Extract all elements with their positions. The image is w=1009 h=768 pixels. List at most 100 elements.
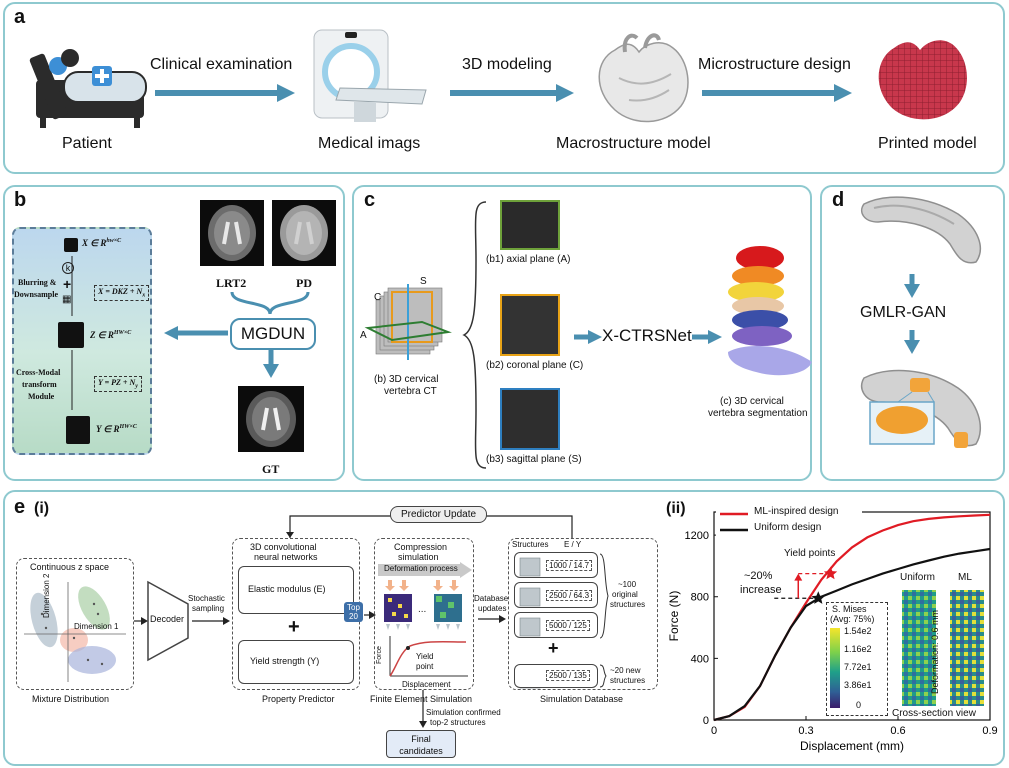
x-axis-label: Displacement (mm) <box>800 739 904 753</box>
x-tick-label: 0.9 <box>982 725 997 737</box>
panel-e-sub2: (ii) <box>666 500 686 517</box>
fem-title-1: Compression <box>394 542 448 552</box>
side-arrow-2 <box>71 350 73 410</box>
y-axis-label: Force (N) <box>667 591 681 642</box>
step-medical: Medical imags <box>318 135 421 152</box>
legend-uni-swatch <box>720 528 748 532</box>
side-k-icon: k <box>62 262 74 274</box>
colorbar-title-2: (Avg: 75%) <box>830 614 875 624</box>
yield-label: Yield strength (Y) <box>250 656 320 666</box>
db-plus: + <box>548 638 559 658</box>
printed-model-icon <box>878 40 967 120</box>
uniform-yield-star <box>811 591 825 604</box>
panel-d-label: d <box>832 189 845 211</box>
sampling-label-2: sampling <box>192 604 225 613</box>
legend-box <box>716 505 862 539</box>
ct-scanner-icon <box>313 29 427 122</box>
side-row3: Y ∈ RHW×C <box>96 424 137 434</box>
elastic-label: Elastic modulus (E) <box>248 584 326 594</box>
decoder-shape <box>147 580 189 662</box>
colorbar-title-1: S. Mises <box>832 604 867 614</box>
dental-arch-top <box>860 196 981 264</box>
sagittal-label: (b3) sagittal plane (S) <box>486 454 582 465</box>
db-caption: Simulation Database <box>540 694 624 704</box>
db-orig-1: ~100 <box>618 580 637 589</box>
predictor-plus: + <box>288 616 300 638</box>
fem-yield-2: point <box>416 662 434 671</box>
fem-box <box>374 538 474 690</box>
y-tick-label: 800 <box>691 592 709 604</box>
db-h2: E / Y <box>564 540 582 549</box>
arrow-micro <box>702 84 852 102</box>
mri-lrt2-image <box>200 200 264 266</box>
mixture-caption: Mixture Distribution <box>32 694 110 704</box>
side-img-bottom <box>66 416 90 444</box>
arrow-final <box>419 690 427 728</box>
x-tick-label: 0 <box>711 725 717 737</box>
colorbar-tick-2: 7.72e1 <box>844 662 872 672</box>
label-lrt2: LRT2 <box>216 276 247 290</box>
step-patient: Patient <box>62 135 112 152</box>
vertebra-segmentation-image <box>728 246 812 376</box>
predictor-update-box: Predictor Update <box>390 506 488 523</box>
seg-caption-1: (c) 3D cervical <box>720 396 784 407</box>
predictor-title-1: 3D convolutional <box>250 542 317 552</box>
colorbar-tick-1: 1.16e2 <box>844 644 872 654</box>
plane-brace <box>462 201 487 469</box>
sampling-label-1: Stochastic <box>188 594 225 603</box>
side-left3: Cross-Modal <box>16 368 61 377</box>
predictor-title-2: neural networks <box>254 552 318 562</box>
x-ctrsnet-label: X-CTRSNet <box>602 326 692 345</box>
legend-ml: ML-inspired design <box>754 506 839 517</box>
db-new-1: ~20 new <box>610 666 641 675</box>
gmlr-gan-label: GMLR-GAN <box>860 304 947 321</box>
y-tick-label: 0 <box>703 715 709 727</box>
side-row2: Z ∈ RHW×C <box>90 330 132 340</box>
mixture-dim1: Dimension 1 <box>74 622 119 631</box>
db-row-3-value: 5000 / 125 <box>546 620 590 631</box>
arrow-micro-label: Microstructure design <box>698 56 851 73</box>
arrow-c-2 <box>692 330 722 344</box>
arrow-3d <box>450 84 574 102</box>
fem-caption: Finite Element Simulation <box>370 694 473 704</box>
axial-image <box>500 200 560 250</box>
axial-label: (b1) axial plane (A) <box>486 254 571 265</box>
arrow-mgdun-left <box>164 326 228 340</box>
side-left1: Blurring & <box>18 278 57 287</box>
label-pd: PD <box>296 276 312 290</box>
side-eq2: Y = PZ + Ny <box>94 376 142 392</box>
arrow-mixture-decoder <box>134 617 148 625</box>
axis-a: A <box>360 330 367 341</box>
mri-merge-lines <box>230 291 310 315</box>
fem-force: Force <box>376 646 383 664</box>
yield-points-label: Yield points <box>784 548 836 559</box>
mri-pd-image <box>272 200 336 266</box>
fem-dots: ... <box>418 604 426 615</box>
sagittal-image <box>500 388 560 450</box>
side-eq1: X = DKZ + Nx <box>94 285 150 301</box>
arrow-c-1 <box>574 330 602 344</box>
side-left5: Module <box>28 392 55 401</box>
ml-cross-section <box>950 590 984 706</box>
x-tick-label: 0.3 <box>798 725 813 737</box>
colorbar-tick-4: 0 <box>856 700 862 710</box>
patient-icon <box>29 49 147 128</box>
predictor-caption: Property Predictor <box>262 694 335 704</box>
fem-structures: ... <box>384 580 462 630</box>
y-tick-label: 400 <box>691 653 709 665</box>
mixture-plot <box>24 582 126 682</box>
colorbar-tick-0: 1.54e2 <box>844 626 872 636</box>
coronal-image <box>500 294 560 356</box>
mixture-box <box>16 558 134 690</box>
db-orig-2: original <box>612 590 638 599</box>
deformation-label: Deformation process <box>384 564 458 573</box>
seg-caption-2: vertebra segmentation <box>708 408 808 419</box>
arrow-d-2 <box>904 330 920 354</box>
x-tick-label: 0.6 <box>890 725 905 737</box>
db-updates-1: Database <box>474 594 509 603</box>
side-row1: X ∈ Rhw×C <box>82 238 122 248</box>
increase-arrow-head <box>794 573 803 581</box>
arrow-3d-label: 3D modeling <box>462 56 552 73</box>
increase-label: increase <box>740 584 782 596</box>
